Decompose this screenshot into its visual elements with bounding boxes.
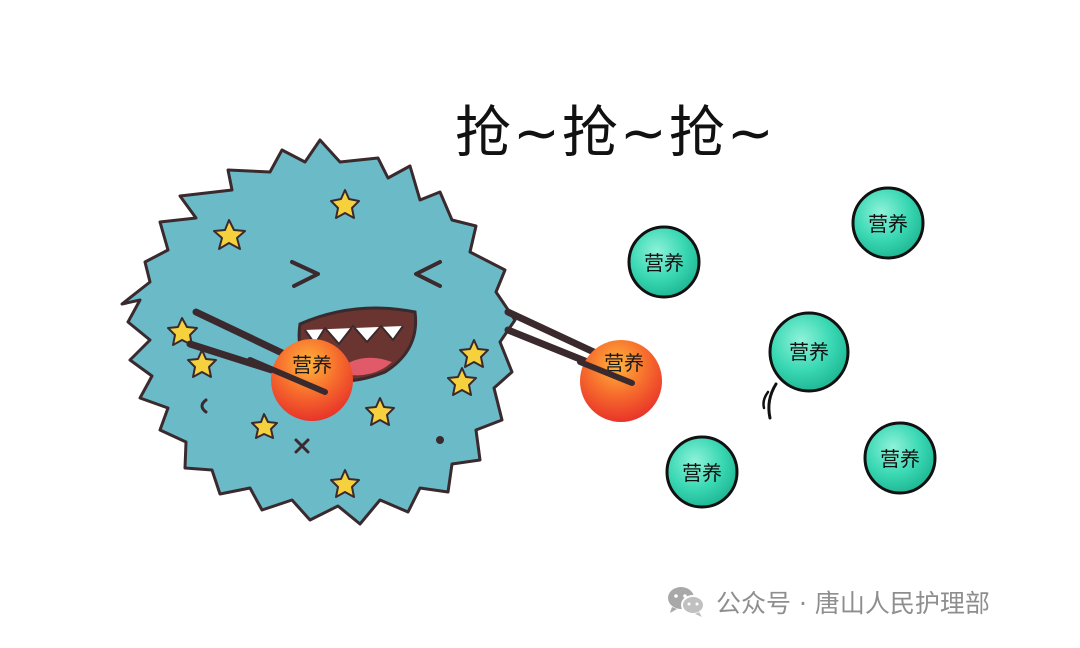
- germ-stars: [167, 189, 489, 498]
- nutrient-ball-floating-5: 营养: [863, 421, 937, 495]
- germ-character: [120, 138, 517, 526]
- watermark-text: 公众号 · 唐山人民护理部: [716, 589, 990, 618]
- nutrient-ball-in-mouth: 营养: [271, 339, 353, 421]
- nutrient-ball-floating-1: 营养: [627, 225, 701, 299]
- nutrient-label: 营养: [880, 447, 920, 471]
- germ-left-eye: [290, 260, 320, 288]
- germ-right-eye: [414, 260, 442, 288]
- nutrient-label: 营养: [682, 461, 722, 485]
- nutrient-label: 营养: [789, 340, 829, 364]
- nutrient-label: 营养: [292, 353, 332, 377]
- nutrient-label: 营养: [644, 251, 684, 275]
- nutrient-ball-floating-4: 营养: [665, 435, 739, 509]
- page-title: 抢~抢~抢~: [455, 101, 776, 166]
- nutrient-ball-floating-2: 营养: [851, 186, 925, 260]
- wechat-icon: [668, 587, 705, 617]
- watermark: 公众号 · 唐山人民护理部: [666, 582, 990, 622]
- nutrient-ball-floating-3: 营养: [762, 311, 850, 420]
- nutrient-label: 营养: [604, 351, 644, 375]
- nutrient-label: 营养: [868, 212, 908, 236]
